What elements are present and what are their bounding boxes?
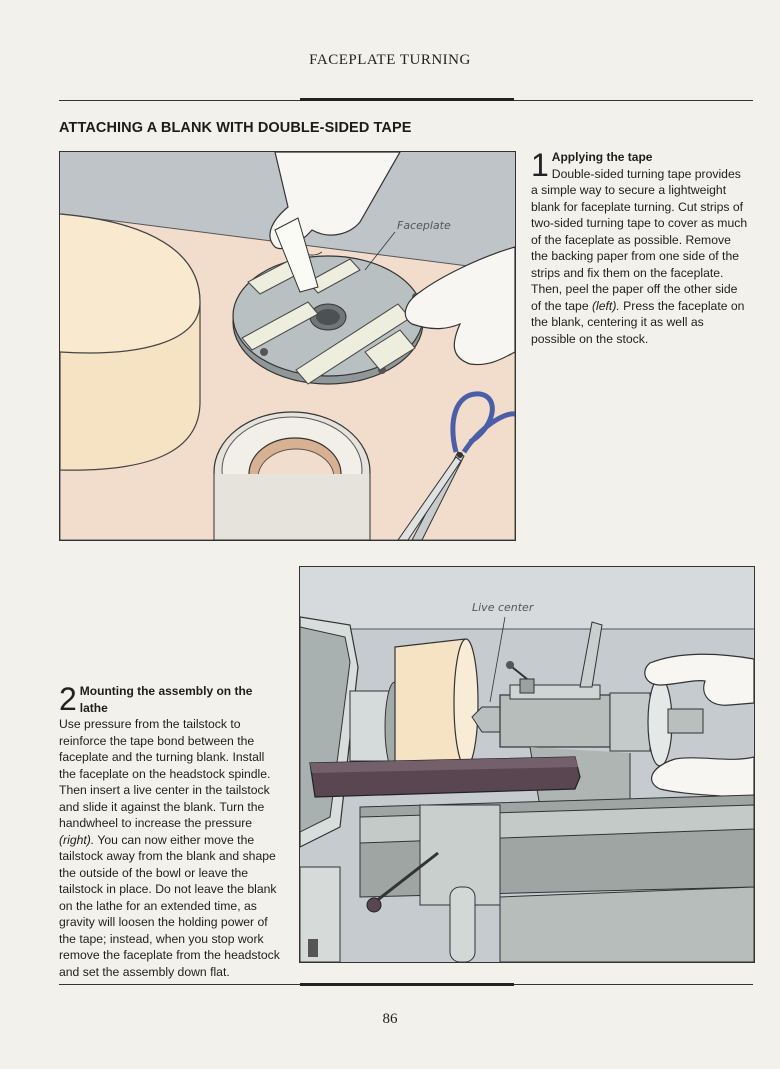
step-1: 1 Applying the tape Double-sided turning…: [531, 149, 749, 347]
step-2-number: 2: [59, 681, 77, 717]
figure-lathe-assembly: Live center: [299, 566, 755, 963]
step-2-figure-ref: (right).: [59, 832, 95, 847]
hand-upper: [644, 653, 754, 706]
tape-strip: [241, 301, 319, 351]
step-2: 2 Mounting the assembly on the lathe Use…: [59, 683, 283, 980]
peeled-backing-paper: [274, 217, 319, 293]
step-1-body-end: Press the faceplate on the blank, center…: [531, 298, 745, 346]
applying-tape-illustration: Faceplate: [60, 152, 515, 540]
section-heading: ATTACHING A BLANK WITH DOUBLE-SIDED TAPE: [59, 120, 412, 136]
figure-applying-tape: Faceplate: [59, 151, 516, 541]
step-1-number: 1: [531, 147, 549, 183]
tape-strip: [364, 329, 416, 371]
lathe-stand: [300, 866, 341, 962]
page-number: 86: [382, 1011, 398, 1027]
live-center-callout: Live center: [472, 601, 535, 614]
step-1-figure-ref: (left).: [592, 298, 620, 313]
faceplate-callout: Faceplate: [397, 219, 451, 232]
hand-lower: [650, 756, 754, 800]
hand-right: [404, 246, 515, 366]
step-2-body-end: You can now either move the tailstock aw…: [59, 832, 280, 979]
step-1-body: Double-sided turning tape provides a sim…: [531, 166, 748, 313]
tape-strip: [307, 258, 361, 294]
step-1-title: Applying the tape: [551, 150, 653, 164]
bottom-rule-accent: [300, 983, 514, 986]
step-2-title: Mounting the assembly on the lathe: [79, 684, 253, 715]
lathe-illustration: Live center: [300, 567, 754, 962]
step-2-body: Use pressure from the tailstock to reinf…: [59, 717, 271, 830]
scissors: [397, 391, 515, 540]
running-head: FACEPLATE TURNING: [309, 52, 471, 68]
top-rule-accent: [300, 98, 514, 101]
